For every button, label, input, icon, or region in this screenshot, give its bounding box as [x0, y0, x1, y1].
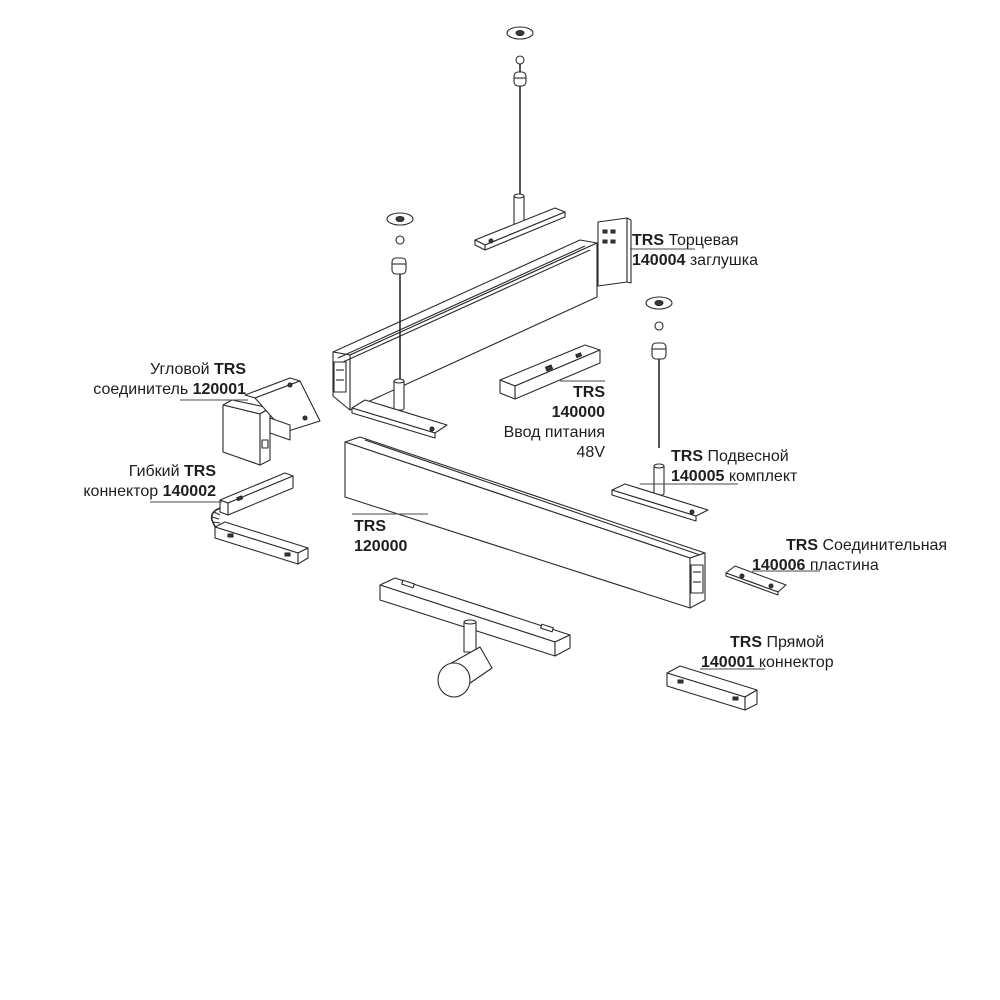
label-plate-line1: Соединительная — [822, 537, 948, 554]
flexible-connector-icon — [210, 472, 309, 565]
label-track-code: 120000 — [354, 538, 408, 555]
label-corner-brand: TRS — [214, 361, 246, 378]
label-track: TRS 120000 — [354, 517, 407, 557]
label-end-cap-line1: Торцевая — [668, 232, 739, 249]
straight-connector-icon — [666, 665, 758, 711]
label-end-cap-brand: TRS — [632, 232, 664, 249]
label-flexible: Гибкий TRS коннектор 140002 — [30, 462, 216, 502]
label-corner-line2: соединитель — [93, 381, 189, 398]
label-suspension-line2: комплект — [728, 468, 798, 485]
label-straight-line1: Прямой — [766, 634, 825, 651]
label-straight-code: 140001 — [701, 654, 755, 671]
label-straight-line2: коннектор — [758, 654, 834, 671]
label-end-cap-line2: заглушка — [689, 252, 758, 269]
label-corner: Угловой TRS соединитель 120001 — [40, 360, 246, 400]
suspension-kit-right-icon — [611, 296, 709, 522]
label-power-brand: TRS — [573, 384, 605, 401]
label-end-cap-code: 140004 — [632, 252, 686, 269]
label-plate-brand: TRS — [786, 537, 818, 554]
label-suspension-code: 140005 — [671, 468, 725, 485]
label-plate-line2: пластина — [809, 557, 879, 574]
power-input-icon — [499, 344, 601, 400]
label-straight: TRS Прямой 140001 коннектор — [701, 633, 834, 673]
label-suspension: TRS Подвесной 140005 комплект — [671, 447, 797, 487]
track-upper-icon — [332, 239, 598, 411]
spotlight-icon — [379, 577, 571, 698]
label-suspension-brand: TRS — [671, 448, 703, 465]
label-flexible-brand: TRS — [184, 463, 216, 480]
track-profile-icon — [344, 436, 706, 609]
label-power: TRS 140000 Ввод питания 48V — [460, 383, 605, 463]
suspension-kit-top-icon — [474, 26, 566, 251]
label-power-code: 140000 — [551, 404, 605, 421]
label-plate: TRS Соединительная 140006 пластина — [752, 536, 947, 576]
label-corner-code: 120001 — [192, 381, 246, 398]
label-power-line3: Ввод питания — [503, 424, 605, 441]
label-flexible-line2: коннектор — [83, 483, 159, 500]
label-flexible-line1: Гибкий — [128, 463, 180, 480]
label-power-line4: 48V — [576, 444, 605, 461]
label-end-cap: TRS Торцевая 140004 заглушка — [632, 231, 758, 271]
label-flexible-code: 140002 — [162, 483, 216, 500]
label-track-brand: TRS — [354, 518, 386, 535]
connection-plate-icon — [725, 565, 787, 596]
label-suspension-line1: Подвесной — [707, 448, 789, 465]
end-cap-icon — [597, 217, 632, 287]
label-corner-line1: Угловой — [150, 361, 210, 378]
suspension-kit-left-icon — [351, 212, 448, 439]
label-straight-brand: TRS — [730, 634, 762, 651]
label-plate-code: 140006 — [752, 557, 806, 574]
corner-connector-icon — [222, 377, 321, 466]
leader-lines — [150, 248, 820, 670]
